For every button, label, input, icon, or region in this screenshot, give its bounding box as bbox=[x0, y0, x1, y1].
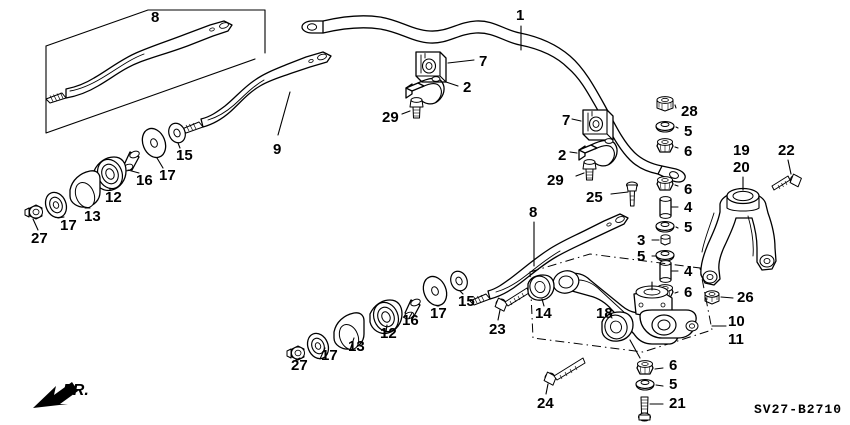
bushing-6d bbox=[636, 360, 664, 375]
washer-5b bbox=[655, 221, 679, 233]
stabilizer-bushing-7-lower bbox=[571, 109, 614, 141]
callout-22: 22 bbox=[778, 142, 795, 159]
callout-26: 26 bbox=[737, 289, 754, 306]
diagram-code: SV27-B2710 bbox=[753, 402, 842, 417]
link-9 bbox=[181, 51, 332, 136]
lower-arm-assembly bbox=[529, 253, 727, 353]
link-8-lower bbox=[469, 213, 629, 306]
callout-17-lower-b: 17 bbox=[321, 347, 338, 364]
callout-3: 3 bbox=[637, 232, 646, 249]
collar-4a bbox=[659, 196, 679, 219]
link-8-inset bbox=[45, 20, 233, 104]
bushing-6b bbox=[656, 176, 679, 191]
bracket-2-lower bbox=[569, 138, 618, 167]
callout-5-d: 5 bbox=[669, 376, 678, 393]
callout-27-lower: 27 bbox=[291, 357, 308, 374]
callout-8-inset: 8 bbox=[151, 9, 160, 26]
bushing-stack-upper bbox=[24, 122, 186, 231]
callout-28: 28 bbox=[681, 103, 698, 120]
collar-4b bbox=[659, 260, 679, 283]
callout-5-a: 5 bbox=[684, 123, 693, 140]
callout-5-c: 5 bbox=[637, 248, 646, 265]
fr-arrow-icon bbox=[33, 382, 78, 408]
nut-3 bbox=[651, 234, 671, 246]
bushing-stack-lower bbox=[286, 270, 468, 361]
callout-17-upper-b: 17 bbox=[60, 217, 77, 234]
washer-5c bbox=[651, 250, 675, 262]
bushing-18 bbox=[601, 311, 641, 359]
bolt-25 bbox=[610, 181, 638, 207]
callout-4-a: 4 bbox=[684, 199, 693, 216]
washer-5d bbox=[635, 379, 664, 391]
callout-6-c: 6 bbox=[684, 284, 693, 301]
callout-12-upper: 12 bbox=[105, 189, 122, 206]
callout-29-lower: 29 bbox=[547, 172, 564, 189]
callout-13-upper: 13 bbox=[84, 208, 101, 225]
callout-6-a: 6 bbox=[684, 143, 693, 160]
callout-18: 18 bbox=[596, 305, 613, 322]
callout-7-upper: 7 bbox=[479, 53, 488, 70]
nut-26 bbox=[704, 290, 734, 305]
callout-16-upper: 16 bbox=[136, 172, 153, 189]
front-direction-label: FR. bbox=[63, 382, 89, 399]
callout-25: 25 bbox=[586, 189, 603, 206]
bushing-14 bbox=[527, 274, 555, 307]
callout-13-lower: 13 bbox=[348, 338, 365, 355]
callout-2-lower: 2 bbox=[558, 147, 567, 164]
bolt-21 bbox=[638, 396, 664, 422]
callout-6-b: 6 bbox=[684, 181, 693, 198]
damper-fork bbox=[700, 176, 777, 286]
callout-7-lower: 7 bbox=[562, 112, 571, 129]
callout-1: 1 bbox=[516, 7, 525, 24]
callout-16-lower: 16 bbox=[402, 312, 419, 329]
callout-14: 14 bbox=[535, 305, 552, 322]
callout-23: 23 bbox=[489, 321, 506, 338]
callout-5-b: 5 bbox=[684, 219, 693, 236]
bolt-29-upper bbox=[401, 97, 424, 119]
callout-15-lower: 15 bbox=[458, 293, 475, 310]
bracket-2-upper bbox=[405, 76, 459, 105]
callout-29-upper: 29 bbox=[382, 109, 399, 126]
bolt-29-lower bbox=[575, 159, 597, 181]
callout-12-lower: 12 bbox=[380, 325, 397, 342]
callout-9: 9 bbox=[273, 141, 282, 158]
callout-21: 21 bbox=[669, 395, 686, 412]
callout-11: 11 bbox=[728, 331, 744, 348]
callout-17-lower-a: 17 bbox=[430, 305, 447, 322]
inset-frame bbox=[45, 9, 266, 134]
bushing-6a bbox=[656, 138, 679, 153]
bolt-22 bbox=[771, 159, 802, 191]
stabilizer-bar bbox=[301, 15, 686, 183]
callout-19: 19 bbox=[733, 142, 750, 159]
callout-2-upper: 2 bbox=[463, 79, 472, 96]
callout-17-upper-a: 17 bbox=[159, 167, 176, 184]
nut-28 bbox=[656, 96, 677, 112]
callout-10: 10 bbox=[728, 313, 745, 330]
stabilizer-bushing-7-upper bbox=[415, 51, 475, 83]
callout-15-upper: 15 bbox=[176, 147, 193, 164]
washer-5a bbox=[655, 121, 679, 133]
callout-20: 20 bbox=[733, 159, 750, 176]
callout-8-lower: 8 bbox=[529, 204, 538, 221]
callout-24: 24 bbox=[537, 395, 554, 412]
callout-27-upper: 27 bbox=[31, 230, 48, 247]
callout-4-b: 4 bbox=[684, 263, 693, 280]
bolt-24 bbox=[543, 357, 586, 395]
callout-6-d: 6 bbox=[669, 357, 678, 374]
